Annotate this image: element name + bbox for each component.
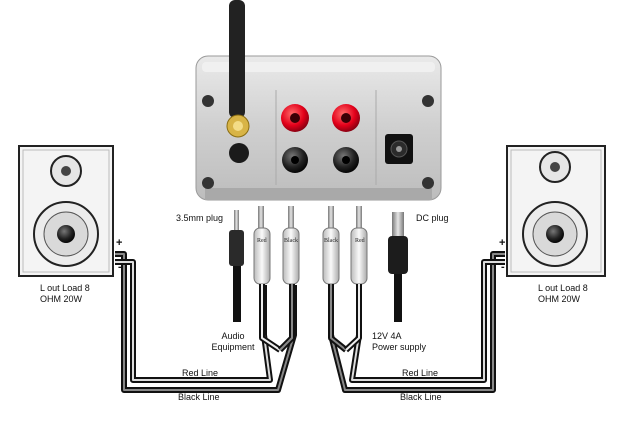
tag-black-left: Black (284, 238, 298, 244)
tag-red-left: Red (257, 238, 267, 244)
label-red-line-right: Red Line (402, 368, 439, 378)
sign-minus-left: - (118, 261, 122, 273)
plug-35mm-icon (229, 210, 244, 322)
screw-icon (422, 95, 434, 107)
banana-plug-red-left (253, 206, 271, 285)
sign-plus-right: + (499, 237, 506, 249)
binding-post-red-right (332, 104, 360, 132)
label-black-line-right: Black Line (400, 392, 442, 402)
power-supply-line2: Power supply (372, 342, 427, 352)
speaker-right-caption-1: L out Load 8 (538, 283, 588, 293)
label-dc-plug: DC plug (416, 213, 449, 223)
speaker-left (18, 145, 114, 277)
speaker-left-caption-2: OHM 20W (40, 294, 83, 304)
label-red-line-left: Red Line (182, 368, 219, 378)
speaker-left-caption-1: L out Load 8 (40, 283, 90, 293)
wire-right-red (349, 259, 505, 383)
screw-icon (202, 95, 214, 107)
speaker-right (506, 145, 606, 277)
binding-post-black-left (282, 147, 308, 173)
sign-plus-left: + (116, 237, 123, 249)
speaker-right-caption-2: OHM 20W (538, 294, 581, 304)
audio-equipment-line2: Equipment (211, 342, 255, 352)
screw-icon (202, 177, 214, 189)
label-35mm-plug: 3.5mm plug (176, 213, 224, 223)
binding-post-red-left (281, 104, 309, 132)
dc-plug-icon (388, 212, 408, 322)
audio-equipment-line1: Audio (221, 331, 245, 341)
banana-plug-black-right (322, 206, 340, 285)
audio-jack-icon (229, 143, 249, 163)
tag-red-right: Red (355, 238, 365, 244)
sign-minus-right: - (501, 261, 505, 273)
wire-left-red (115, 259, 273, 383)
power-supply-line1: 12V 4A (372, 331, 402, 341)
tag-black-right: Black (324, 238, 338, 244)
label-black-line-left: Black Line (178, 392, 220, 402)
amplifier-device (195, 0, 442, 201)
screw-icon (422, 177, 434, 189)
dc-jack-icon (385, 134, 413, 164)
amp-side-cables (259, 284, 362, 353)
antenna-icon (226, 0, 250, 138)
binding-post-black-right (333, 147, 359, 173)
